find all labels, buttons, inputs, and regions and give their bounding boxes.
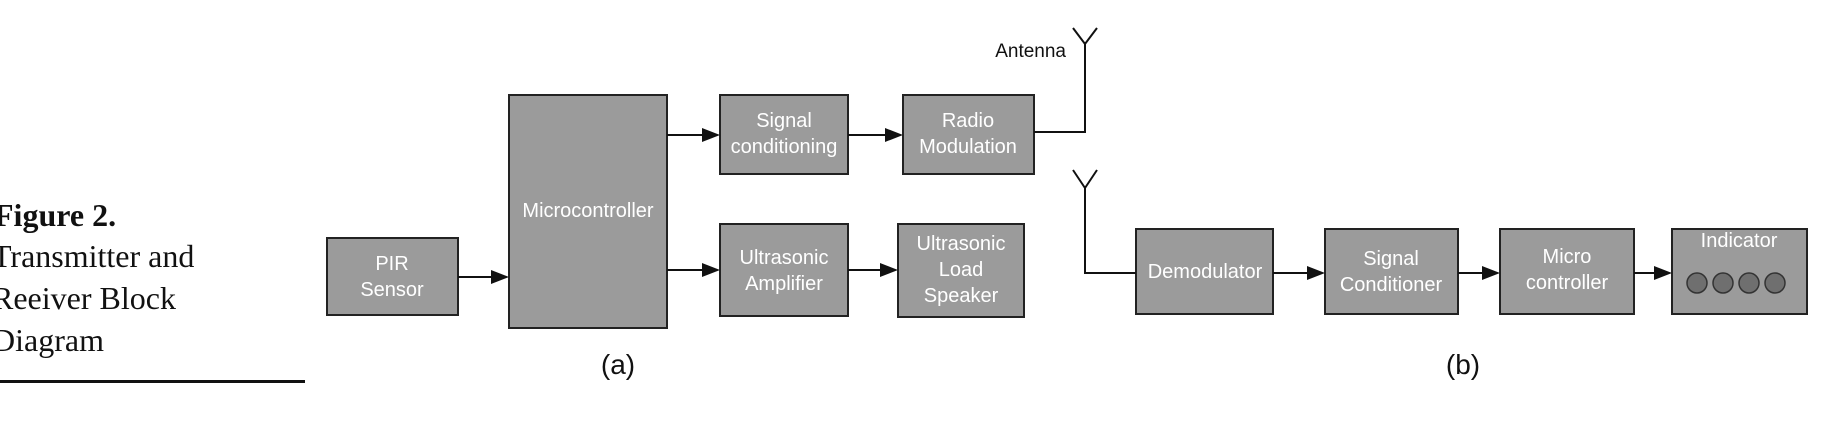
receiver-connections (1072, 169, 1672, 280)
arrowhead-sigcond-to-micro (1482, 266, 1500, 280)
indicator-led-icon (1712, 272, 1734, 294)
figure-caption-line-2: Reeiver Block (0, 280, 176, 316)
signal-conditioner-label-1: Signal (1363, 248, 1419, 270)
ultrasonic-speaker-label-1: Ultrasonic (917, 233, 1006, 255)
radio-modulation-label-2: Modulation (919, 136, 1017, 158)
receiver-antenna-icon (1072, 169, 1098, 190)
ultrasonic-speaker-block: Ultrasonic Load Speaker (897, 223, 1025, 318)
arrowhead-signal-to-radio (885, 128, 903, 142)
microcontroller-label: Microcontroller (522, 200, 653, 222)
demodulator-label: Demodulator (1148, 261, 1263, 283)
arrowhead-micro-to-indicator (1654, 266, 1672, 280)
indicator-led-icon (1764, 272, 1786, 294)
micro-controller-label-1: Micro (1543, 246, 1592, 268)
signal-conditioning-label-2: conditioning (731, 136, 838, 158)
indicator-label: Indicator (1701, 230, 1778, 252)
indicator-led-icon (1686, 272, 1708, 294)
signal-conditioning-block: Signal conditioning (719, 94, 849, 175)
figure-caption: Figure 2. Transmitter and Reeiver Block … (0, 195, 310, 361)
pir-sensor-label-1: PIR (375, 253, 408, 275)
signal-conditioner-label-2: Conditioner (1340, 274, 1443, 296)
micro-controller-label-2: controller (1526, 272, 1609, 294)
arrowhead-demod-to-sigcond (1307, 266, 1325, 280)
caption-rule (0, 380, 305, 383)
figure-title: Figure 2. (0, 197, 117, 233)
ultrasonic-amplifier-label-2: Amplifier (745, 273, 823, 295)
indicator-led-icon (1738, 272, 1760, 294)
subfigure-b-label: (b) (1446, 349, 1480, 380)
pir-sensor-block: PIR Sensor (326, 237, 459, 316)
ultrasonic-speaker-label-3: Speaker (924, 285, 999, 307)
radio-modulation-block: Radio Modulation (902, 94, 1035, 175)
wire-antenna-to-demod (1084, 186, 1136, 274)
arrowhead-mcu-to-signal (702, 128, 720, 142)
radio-modulation-label-1: Radio (942, 110, 994, 132)
transmitter-connections (458, 27, 1098, 284)
ultrasonic-speaker-label-2: Load (939, 259, 984, 281)
signal-conditioner-block: Signal Conditioner (1324, 228, 1459, 315)
subfigure-a-label: (a) (601, 349, 635, 380)
signal-conditioning-label-1: Signal (756, 110, 812, 132)
ultrasonic-amplifier-label-1: Ultrasonic (740, 247, 829, 269)
transmitter-antenna-icon (1072, 27, 1098, 46)
indicator-block: Indicator (1671, 228, 1808, 315)
micro-controller-block: Micro controller (1499, 228, 1635, 315)
figure-caption-line-3: Diagram (0, 322, 104, 358)
ultrasonic-amplifier-block: Ultrasonic Amplifier (719, 223, 849, 317)
pir-sensor-label-2: Sensor (360, 279, 424, 301)
figure-caption-line-1: Transmitter and (0, 238, 195, 274)
microcontroller-block: Microcontroller (508, 94, 668, 329)
arrowhead-mcu-to-amp (702, 263, 720, 277)
antenna-label: Antenna (995, 41, 1066, 62)
wire-radio-to-antenna (1034, 42, 1086, 133)
demodulator-block: Demodulator (1135, 228, 1274, 315)
arrowhead-pir-to-mcu (491, 270, 509, 284)
arrowhead-amp-to-speaker (880, 263, 898, 277)
